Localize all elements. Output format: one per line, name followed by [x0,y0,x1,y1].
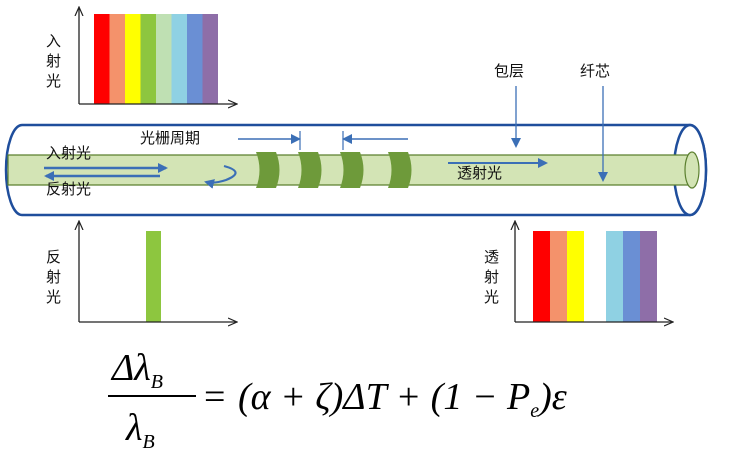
spectrum-bar [550,231,567,322]
grating-band [256,152,280,188]
formula-rhs: (α + ζ)ΔT + (1 − Pe)ε [238,376,567,422]
bragg-shift-formula: ΔλB λB = (α + ζ)ΔT + (1 − Pe)ε [108,347,567,453]
spectrum-bar [125,14,141,104]
reflected-light-label-vertical: 反 射 光 [46,248,66,306]
transmitted-light-label-vertical: 透 射 光 [484,248,504,306]
grating-band [298,152,322,188]
spectrum-bar [156,14,172,104]
transmitted-spectrum-chart: 透 射 光 [484,222,672,322]
reflected-spectrum-chart: 反 射 光 [46,222,236,322]
spectrum-bar [567,231,584,322]
grating-bands [256,152,412,188]
grating-band [388,152,412,188]
incident-spectrum-bars [94,14,218,104]
spectrum-bar [606,231,623,322]
transmitted-spectrum-bars [533,231,657,322]
spectrum-bar [171,14,187,104]
spectrum-bar [187,14,203,104]
reflected-spectrum-bars [146,231,161,322]
formula-denominator: λB [125,407,155,453]
spectrum-bar [533,231,550,322]
spectrum-bar [94,14,110,104]
formula-equals: = [204,376,225,418]
spectrum-bar [109,14,125,104]
optical-fiber: 光栅周期 入射光 反射光 透射光 包层 纤芯 [4,62,708,217]
spectrum-bar [623,231,640,322]
incident-spectrum-chart: 入 射 光 [46,8,236,104]
formula-numerator: ΔλB [110,347,163,393]
core-end [684,151,700,189]
cladding-label: 包层 [494,62,524,80]
spectrum-bar [140,14,156,104]
grating-period-label: 光栅周期 [140,129,200,147]
spectrum-bar [202,14,218,104]
reflected-light-label: 反射光 [46,180,91,198]
spectrum-bar [640,231,657,322]
core-label: 纤芯 [580,62,610,80]
incident-light-label-vertical: 入 射 光 [46,32,66,90]
transmitted-light-label: 透射光 [457,164,502,182]
grating-band [340,152,364,188]
incident-light-label: 入射光 [46,144,91,162]
reflection-curve-arrow [204,164,237,189]
spectrum-bar [146,231,161,322]
